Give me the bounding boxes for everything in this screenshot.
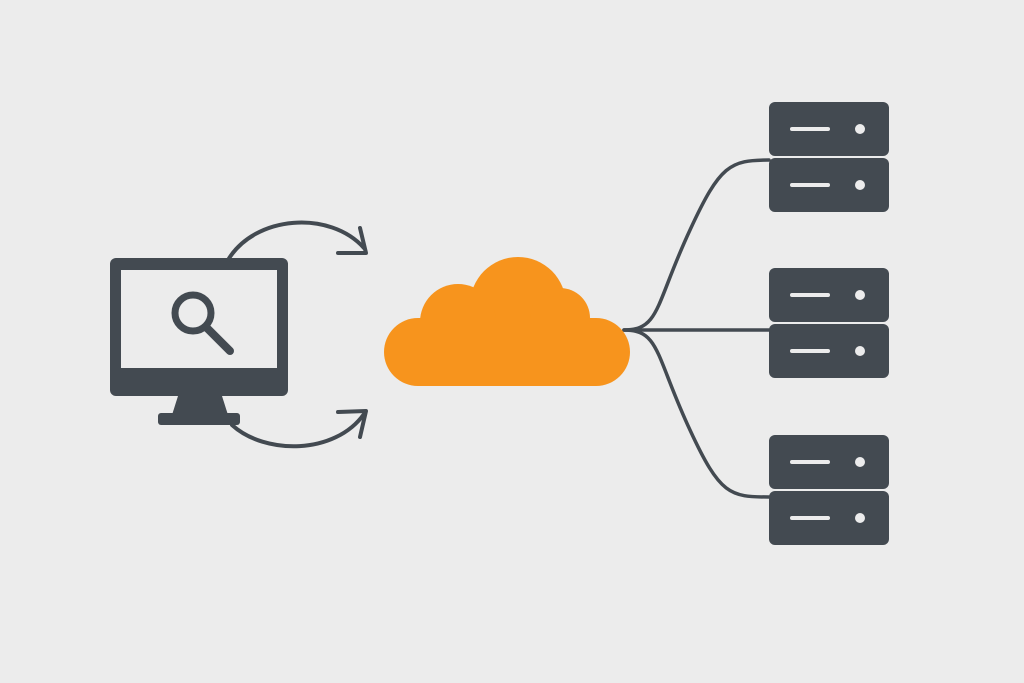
server-2-server-icon xyxy=(769,268,889,378)
response-arrow-icon xyxy=(230,409,368,449)
cloud-icon xyxy=(384,257,630,386)
server-slot xyxy=(790,460,830,464)
server-1-server-icon xyxy=(769,102,889,212)
server-slot xyxy=(790,293,830,297)
server-led xyxy=(855,180,865,190)
server-led xyxy=(855,124,865,134)
server-3-server-icon xyxy=(769,435,889,545)
server-led xyxy=(855,457,865,467)
server-slot xyxy=(790,127,830,131)
server-slot xyxy=(790,183,830,187)
request-arrow-icon xyxy=(226,220,368,262)
server-led xyxy=(855,513,865,523)
server-slot xyxy=(790,349,830,353)
server-led xyxy=(855,290,865,300)
server-led xyxy=(855,346,865,356)
server-connectors xyxy=(622,158,771,499)
server-slot xyxy=(790,516,830,520)
monitor-search-icon xyxy=(110,258,288,425)
